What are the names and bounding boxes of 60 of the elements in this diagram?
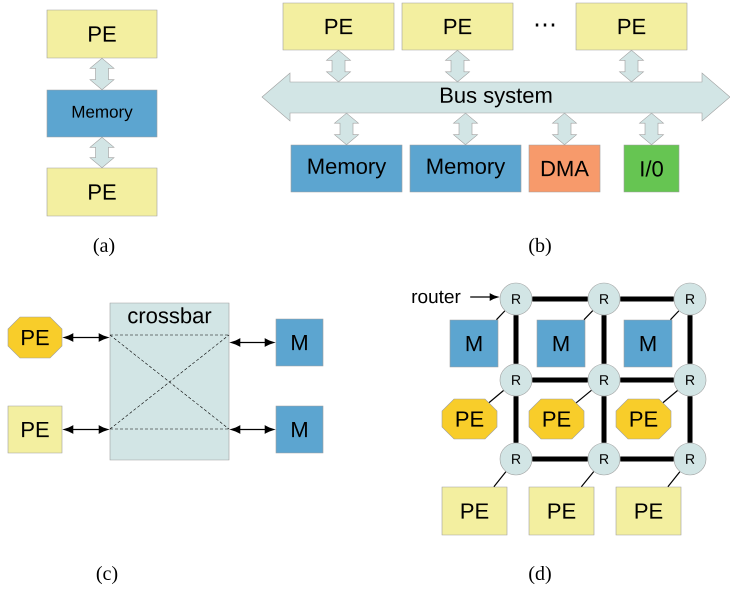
memory-box: M: [276, 318, 324, 366]
mesh-link: [602, 396, 606, 443]
double-arrow: [452, 112, 478, 146]
memory-box: Memory: [46, 90, 158, 138]
panel-caption: (a): [94, 238, 114, 256]
pe-octagon: PE: [616, 398, 672, 440]
mesh-link: [532, 456, 588, 462]
dma-box: DMA: [528, 144, 600, 192]
memory-box: M: [624, 320, 672, 368]
mesh-link: [602, 315, 606, 364]
double-arrow: [638, 112, 664, 146]
mesh-link: [620, 456, 674, 462]
pe-box: PE: [402, 2, 514, 50]
memory-box: Memory: [410, 144, 522, 192]
link-line: [496, 310, 506, 320]
link-line: [584, 310, 594, 320]
panel-caption: (c): [96, 566, 118, 584]
pe-box: PE: [46, 168, 158, 216]
pe-box: PE: [442, 486, 508, 536]
pe-box: PE: [282, 2, 394, 50]
memory-box: M: [536, 320, 586, 368]
panel-caption: (d): [529, 566, 551, 584]
mesh-link: [532, 296, 588, 302]
mesh-link: [688, 315, 692, 364]
router-label: router: [412, 290, 460, 304]
link-line: [662, 390, 678, 404]
panel-caption: (b): [529, 238, 551, 256]
pe-box: PE: [576, 2, 688, 50]
link-line: [670, 310, 680, 320]
arrow: [64, 334, 108, 342]
memory-box: M: [276, 406, 324, 454]
arrow: [230, 338, 274, 347]
arrow: [470, 293, 498, 301]
arrow: [230, 426, 274, 434]
mesh-link: [514, 396, 518, 443]
link-line: [667, 471, 680, 488]
link-line: [493, 471, 506, 488]
mesh-link: [620, 378, 674, 382]
pe-box: PE: [46, 10, 158, 58]
pe-box: PE: [528, 486, 594, 536]
mesh-link: [688, 396, 692, 443]
memory-box: Memory: [290, 144, 402, 192]
link-line: [576, 390, 592, 404]
pe-octagon: PE: [8, 316, 62, 358]
crossbar-box: crossbar: [110, 302, 230, 460]
mesh-link: [514, 315, 518, 364]
arrow: [64, 426, 108, 434]
mesh-link: [620, 296, 674, 302]
link-line: [488, 390, 504, 404]
double-arrow: [334, 112, 360, 146]
mesh-link: [532, 378, 588, 382]
memory-box: M: [450, 320, 498, 368]
pe-octagon: PE: [528, 398, 584, 440]
link-line: [580, 471, 594, 488]
double-arrow: [552, 112, 578, 146]
io-box: I/0: [624, 144, 680, 192]
pe-box: PE: [616, 486, 682, 536]
pe-box: PE: [8, 406, 62, 454]
pe-octagon: PE: [442, 398, 498, 440]
ellipsis: ⋯: [536, 24, 554, 26]
